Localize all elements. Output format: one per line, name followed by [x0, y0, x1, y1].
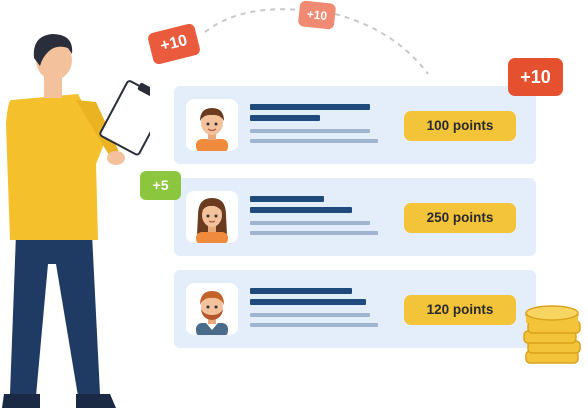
leaderboard-row: 120 points	[174, 270, 536, 348]
points-pill: 250 points	[404, 203, 516, 233]
girl-avatar-icon	[186, 191, 238, 243]
person-with-clipboard-illustration	[2, 34, 150, 408]
gold-coin-stack-icon	[523, 305, 581, 364]
detail-placeholder-line	[250, 313, 370, 317]
name-placeholder-line	[250, 115, 320, 121]
leaderboard-row: 250 points	[174, 178, 536, 256]
leaderboard-row: 100 points	[174, 86, 536, 164]
detail-placeholder-line	[250, 231, 378, 235]
badge-label: +5	[152, 177, 169, 193]
plus-ten-badge: +10	[297, 0, 337, 30]
boy-avatar-icon	[186, 99, 238, 151]
points-pill: 100 points	[404, 111, 516, 141]
detail-placeholder-line	[250, 221, 370, 225]
plus-ten-badge: +10	[508, 58, 563, 96]
redhead-boy-avatar-icon	[186, 283, 238, 335]
detail-placeholder-line	[250, 323, 378, 327]
name-placeholder-line	[250, 104, 370, 110]
name-placeholder-line	[250, 196, 324, 202]
name-placeholder-line	[250, 288, 352, 294]
name-placeholder-line	[250, 299, 366, 305]
detail-placeholder-line	[250, 139, 378, 143]
name-placeholder-line	[250, 207, 352, 213]
badge-label: +10	[306, 6, 328, 24]
plus-five-badge: +5	[140, 171, 181, 200]
points-pill: 120 points	[404, 295, 516, 325]
badge-label: +10	[520, 67, 551, 87]
detail-placeholder-line	[250, 129, 370, 133]
